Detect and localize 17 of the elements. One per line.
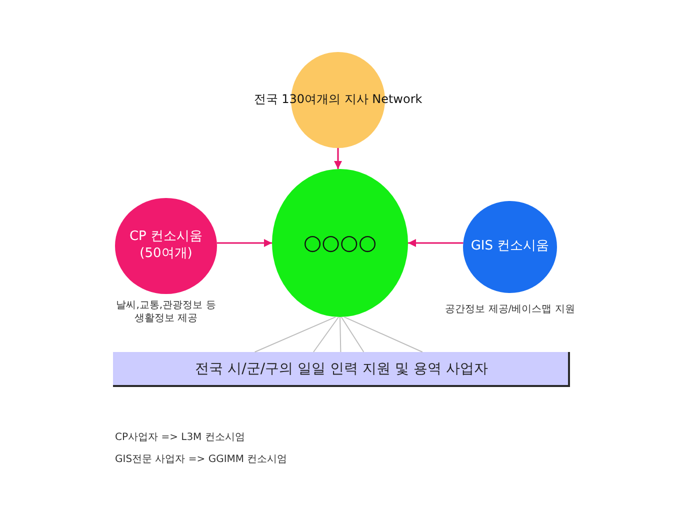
node-label: 전국 시/군/구의 일일 인력 지원 및 용역 사업자 <box>194 359 488 378</box>
caption-text: 날씨,교통,관광정보 등 생활정보 제공 <box>116 299 216 325</box>
connector-line <box>340 316 342 352</box>
bar-node <box>113 352 570 387</box>
note-text: CP사업자 => L3M 컨소시엄 <box>115 431 245 444</box>
connector-line <box>344 316 423 352</box>
arrow <box>408 239 464 247</box>
node-label: ○○○○ <box>302 229 378 256</box>
connector-line <box>340 316 364 352</box>
connector-line <box>254 316 336 352</box>
arrow <box>216 239 272 247</box>
node-label: CP 컨소시움 (50여개) <box>128 229 204 263</box>
arrow <box>334 148 342 169</box>
caption-text: 공간정보 제공/베이스맵 지원 <box>444 303 576 316</box>
note-text: GIS전문 사업자 => GGIMM 컨소시엄 <box>115 453 288 466</box>
node-label: GIS 컨소시움 <box>470 238 550 256</box>
connector-line <box>313 316 340 352</box>
